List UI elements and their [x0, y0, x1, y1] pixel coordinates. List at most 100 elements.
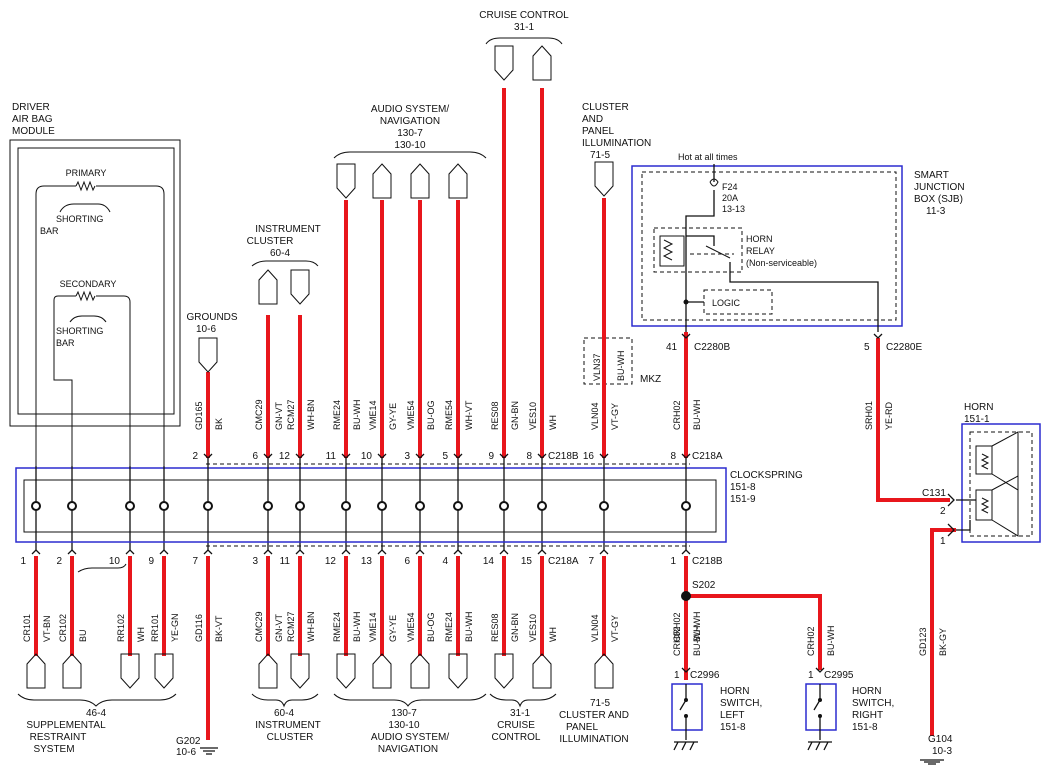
cruise-control-top-label: CRUISE CONTROL 31-1	[479, 10, 569, 45]
clockspring-contact	[415, 501, 425, 511]
wire-lower-pin-label: 4	[442, 556, 448, 567]
svg-text:Hot at all times: Hot at all times	[678, 152, 738, 162]
svg-text:1: 1	[808, 670, 814, 681]
audio-system-bottom-label: 130-7 130-10 AUDIO SYSTEM/ NAVIGATION	[333, 693, 487, 755]
svg-text:BAR: BAR	[56, 338, 75, 348]
svg-text:SECONDARY: SECONDARY	[60, 279, 117, 289]
wire-lower-pin-label: 2	[56, 556, 62, 567]
wire-upper-circuit-label: RME24	[332, 400, 342, 430]
svg-text:MODULE: MODULE	[12, 126, 55, 137]
cluster-illumination-top-label: CLUSTER AND PANEL ILLUMINATION 71-5	[582, 102, 651, 161]
pin-lower-2	[125, 549, 135, 555]
svg-text:SYSTEM: SYSTEM	[33, 744, 74, 755]
svg-text:CLUSTER: CLUSTER	[582, 102, 629, 113]
wire-lower-pin-label: 1	[20, 556, 26, 567]
clockspring-contact	[67, 501, 77, 511]
audio-bottom-connector-4	[448, 653, 468, 689]
wire-upper-pin-label: 12	[279, 451, 291, 462]
pin-lower-4	[203, 549, 213, 555]
pin-sjb-41	[681, 333, 691, 339]
instrument-cluster-connector-2	[290, 269, 310, 305]
wire-lower-color-label: VT-GY	[610, 615, 620, 642]
pin-horn-1	[947, 523, 955, 537]
svg-text:NAVIGATION: NAVIGATION	[380, 116, 440, 127]
svg-text:NAVIGATION: NAVIGATION	[378, 744, 438, 755]
wire-upper-color-label: BU-WH	[352, 400, 362, 431]
wire-lower-pin-label: 7	[588, 556, 594, 567]
clockspring-contact	[341, 501, 351, 511]
svg-text:SWITCH,: SWITCH,	[720, 698, 762, 709]
clockspring-contact	[681, 501, 691, 511]
splice-s202	[681, 591, 691, 601]
wire-upper-color-label: GN-BN	[510, 401, 520, 430]
svg-text:BOX (SJB): BOX (SJB)	[914, 194, 963, 205]
pin-lower-7	[341, 549, 351, 555]
wire-lower-circuit-label: VLN04	[590, 614, 600, 642]
svg-text:JUNCTION: JUNCTION	[914, 182, 965, 193]
svg-text:130-7: 130-7	[397, 128, 423, 139]
pin-sjb-5	[873, 333, 883, 339]
svg-text:PRIMARY: PRIMARY	[66, 168, 107, 178]
svg-text:SUPPLEMENTAL: SUPPLEMENTAL	[26, 720, 106, 731]
svg-text:HORN: HORN	[852, 686, 881, 697]
cluster-illumination-connector	[594, 161, 614, 197]
srs-connector-4	[154, 653, 174, 689]
svg-text:VLN37: VLN37	[592, 353, 602, 381]
cruise-bottom-connector-1	[494, 653, 514, 689]
primary-shorting-bar-icon	[59, 203, 111, 213]
svg-text:SHORTING: SHORTING	[56, 326, 103, 336]
instrument-cluster-bottom-connector-1	[258, 653, 278, 689]
wire-lower-circuit-label: VES10	[528, 614, 538, 642]
wire-lower-pin-label: 11	[280, 556, 291, 567]
wire-upper-color-label: GY-YE	[388, 403, 398, 430]
relay-contact-icon	[705, 245, 731, 259]
svg-text:151-9: 151-9	[730, 494, 756, 505]
clockspring-contact	[203, 501, 213, 511]
pin-lower-14	[681, 549, 691, 555]
svg-text:LOGIC: LOGIC	[712, 298, 741, 308]
wire-upper-pin-label: 11	[326, 451, 337, 462]
svg-text:AND: AND	[582, 114, 603, 125]
wire-lower-color-label: BU-WH	[464, 612, 474, 643]
clockspring-contact	[295, 501, 305, 511]
wire-gd123	[930, 528, 956, 736]
svg-text:LEFT: LEFT	[720, 710, 744, 721]
gd123-color-label: BK-GY	[938, 628, 948, 656]
wire-lower-circuit-label: RME24	[332, 612, 342, 642]
horn-switch-left: 1 C2996 HORN SWITCH, LEFT 151-8	[671, 670, 762, 751]
horn-component: HORN 151-1 C131 2 1 G104 10-3	[920, 402, 1041, 765]
wire-upper-color-label: WH	[548, 415, 558, 430]
wire-lower-color-label: GN-BN	[510, 613, 520, 642]
cruise-bottom-label: 31-1 CRUISE CONTROL	[489, 693, 557, 743]
wire-upper-circuit-label: RME54	[444, 400, 454, 430]
hs-left-circuit-label: CRH02	[672, 626, 682, 656]
wire-lower-pin-label: 6	[404, 556, 410, 567]
wire-lower-circuit-label: CR102	[58, 614, 68, 642]
ground-icon	[807, 741, 832, 751]
wire-lower-color-label: WH-BN	[306, 612, 316, 643]
svg-text:AUDIO SYSTEM/: AUDIO SYSTEM/	[371, 732, 450, 743]
wire-horn-switch-right	[686, 594, 822, 670]
svg-text:CLOCKSPRING: CLOCKSPRING	[730, 470, 803, 481]
pin-lower-5	[263, 549, 273, 555]
svg-text:41: 41	[666, 342, 678, 353]
wire-lower-color-label: VT-BN	[42, 615, 52, 642]
wire-lower-pin-label: 13	[361, 556, 373, 567]
wire-lower-circuit-label: CMC29	[254, 611, 264, 642]
svg-text:CONTROL: CONTROL	[492, 732, 541, 743]
wire-upper-color-label: WH-BN	[306, 400, 316, 431]
wire-lower-color-label: GN-VT	[274, 614, 284, 643]
audio-connector-4	[448, 163, 468, 199]
wire-upper-circuit-label: VME54	[406, 400, 416, 430]
wire-upper-pin-label: 9	[488, 451, 494, 462]
wire-lower-color-label: GY-YE	[388, 615, 398, 642]
svg-text:151-8: 151-8	[730, 482, 756, 493]
instrument-cluster-bottom-label: 60-4 INSTRUMENT CLUSTER	[251, 693, 321, 743]
audio-bottom-connector-2	[372, 653, 392, 689]
svg-text:151-1: 151-1	[964, 414, 990, 425]
wire-lower-pin-label: 3	[252, 556, 258, 567]
svg-text:F24: F24	[722, 182, 738, 192]
pin-lower-6	[295, 549, 305, 555]
svg-text:13-13: 13-13	[722, 204, 745, 214]
wire-lower-circuit-label: GD116	[194, 614, 204, 642]
